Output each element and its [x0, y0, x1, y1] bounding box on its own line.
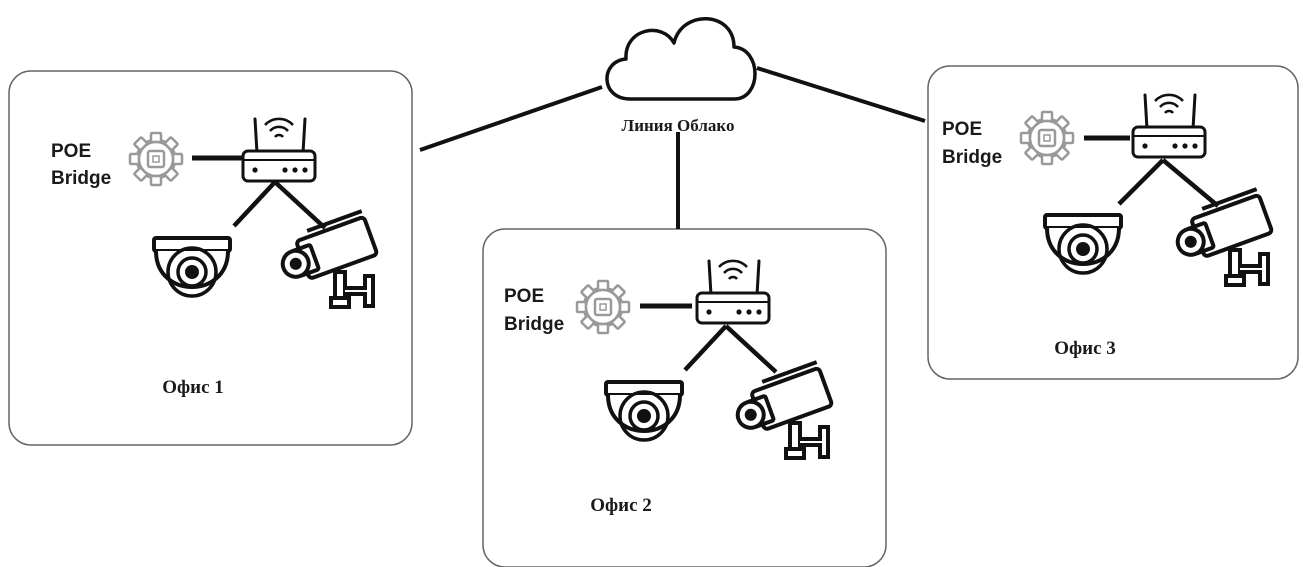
office-label: Офис 3: [1054, 338, 1116, 359]
office-label: Офис 2: [590, 495, 652, 516]
link-router-bullet: [724, 324, 778, 374]
office-label: Офис 1: [162, 377, 224, 398]
link-router-dome: [683, 324, 728, 372]
poe-label-line2: Bridge: [504, 314, 564, 335]
poe-label-line1: POE: [942, 119, 982, 140]
poe-label-line1: POE: [504, 286, 544, 307]
gear-icon: [1019, 110, 1075, 166]
cloud-label: Линия Облако: [622, 116, 735, 135]
link-cloud-office-1: [419, 85, 603, 152]
gear-icon: [575, 279, 631, 335]
link-router-bullet: [273, 180, 327, 230]
link-router-bullet: [1161, 158, 1220, 208]
poe-label-line1: POE: [51, 141, 91, 162]
link-router-dome: [232, 180, 277, 228]
poe-label-line2: Bridge: [51, 168, 111, 189]
gear-icon: [128, 131, 184, 187]
poe-label-line2: Bridge: [942, 147, 1002, 168]
link-cloud-office-3: [756, 66, 926, 123]
cloud-icon: [605, 16, 757, 101]
link-router-dome: [1117, 158, 1165, 206]
